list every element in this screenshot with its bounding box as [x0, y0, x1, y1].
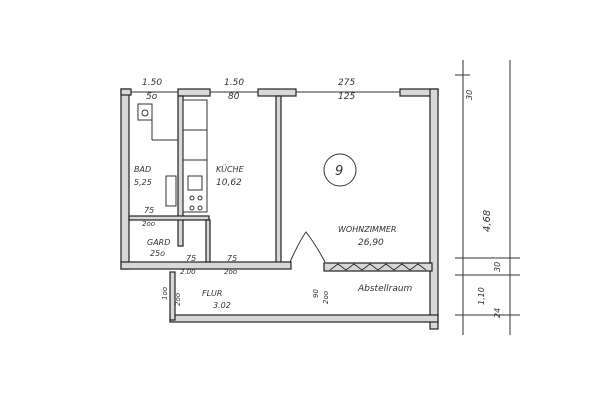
dim-slab: 30: [493, 262, 502, 272]
dim-entry-door-w: 1oo: [161, 287, 169, 300]
room-storage-label: Abstellraum: [357, 284, 413, 294]
room-kitchen-label: KÜCHE: [216, 164, 245, 174]
dim-living-width: 275: [338, 78, 355, 88]
room-wardrobe-label: GARD: [147, 238, 170, 247]
wall-hall-bottom: [169, 314, 439, 323]
dim-kitchen-door-w: 75: [227, 254, 237, 263]
dim-wardrobe-door-w: 75: [186, 254, 196, 263]
dim-total-height: 4,68: [482, 210, 493, 232]
room-bath-label: BAD: [134, 165, 151, 174]
wall-right: [429, 88, 439, 330]
room-hall-area: 3.02: [213, 301, 231, 310]
dim-bath-width: 1.50: [142, 78, 162, 88]
dim-lower: 1,10: [477, 287, 486, 305]
stove-icon: [187, 175, 203, 191]
wall-storage: [323, 262, 433, 272]
room-living-area: 26,90: [358, 238, 384, 248]
wall-wardrobe: [128, 215, 210, 221]
dim-top: 30: [465, 90, 474, 100]
dim-living-door-h: 2oo: [322, 291, 330, 304]
wall-hall-left: [169, 271, 176, 321]
room-kitchen-area: 10,62: [216, 178, 242, 188]
wall-bottom-left: [120, 261, 292, 270]
dim-living-window: 125: [338, 92, 355, 102]
dim-wardrobe-door-h: 2.00: [180, 268, 196, 276]
unit-number: 9: [335, 164, 343, 179]
kitchen-fixtures: [137, 99, 208, 213]
bathtub-icon: [165, 175, 177, 207]
sink-icon: [137, 103, 153, 121]
dim-kitchen-width: 1.50: [224, 78, 244, 88]
dim-kitchen-door-h: 2oo: [224, 268, 237, 276]
room-hall-label: FLUR: [202, 289, 222, 298]
dim-bath-door-h: 2oo: [142, 220, 155, 228]
wall-top-kitchen: [177, 88, 211, 97]
room-wardrobe-area: 25o: [150, 249, 165, 258]
dim-bath-door-w: 75: [144, 206, 154, 215]
room-bath-area: 5,25: [134, 178, 152, 187]
wall-bath-kitchen: [177, 95, 184, 247]
section-dimension: [455, 60, 520, 335]
walls: [120, 88, 439, 330]
wall-top-middle: [257, 88, 297, 97]
storage-hatch: [329, 263, 427, 271]
dim-living-door-w: 90: [312, 289, 320, 298]
wall-kitchen-living: [275, 95, 282, 265]
unit-number-circle: [323, 153, 357, 187]
wall-wardrobe-side: [205, 219, 211, 263]
dim-bottom: 24: [493, 308, 502, 318]
dim-bath-window: 5o: [146, 92, 158, 102]
door-swing: [289, 231, 326, 263]
room-living-label: WOHNZIMMER: [338, 225, 396, 234]
dim-kitchen-window: 80: [228, 92, 240, 102]
kitchen-counter: [182, 99, 208, 213]
wall-left: [120, 88, 130, 270]
dim-entry-door-h: 2oo: [174, 293, 182, 306]
wall-top-bath: [120, 88, 132, 96]
